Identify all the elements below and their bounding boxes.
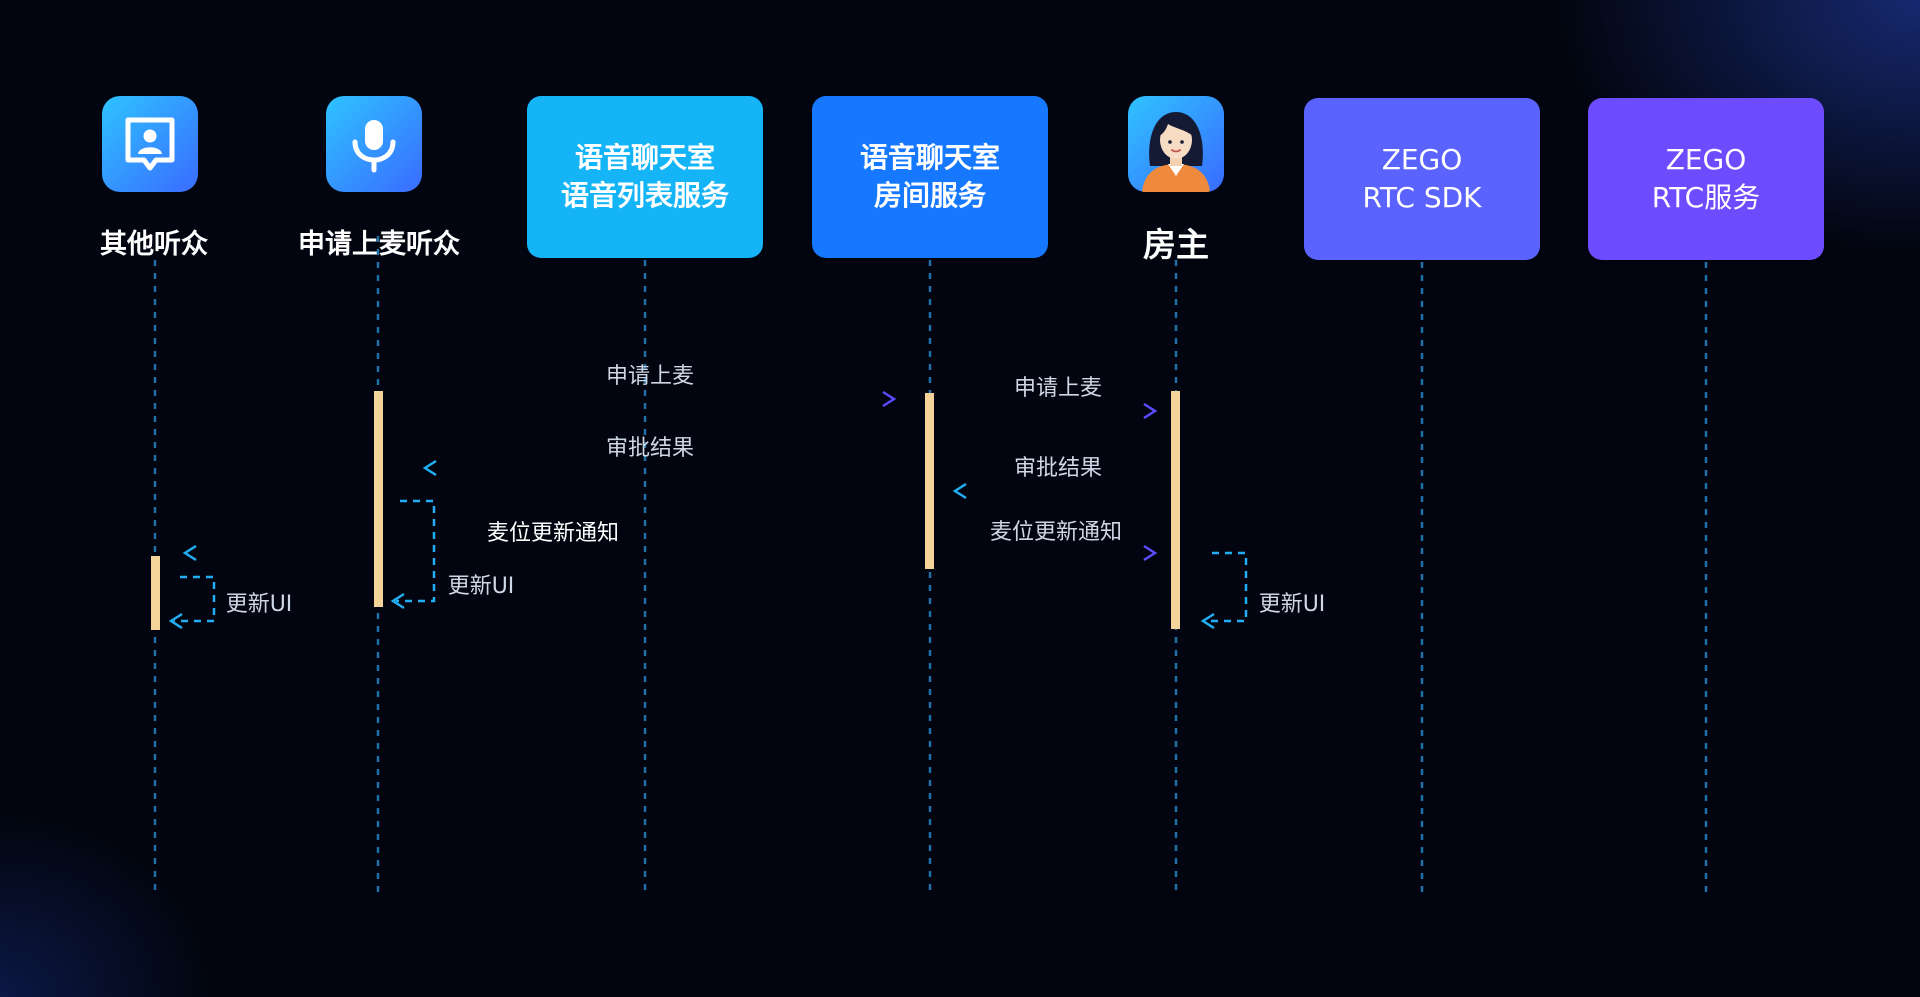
activation-host [1171, 391, 1180, 629]
host-label: 房主 [1143, 225, 1209, 264]
self-loop-host [1206, 551, 1248, 623]
arrowhead-request-to-room [882, 390, 897, 408]
rtc-service-line1: ZEGO [1665, 143, 1747, 176]
activation-other-audience [151, 556, 160, 630]
arrowhead-request-to-host [1143, 402, 1158, 420]
arrowhead-approval-to-audience [422, 459, 437, 477]
voice-list-service-box: 语音聊天室 语音列表服务 [527, 96, 763, 258]
self-loop-arrowhead-request-audience [390, 592, 405, 610]
arrowhead-seat-notify-to-host [1143, 544, 1158, 562]
label-self-update-others: 更新UI [225, 592, 293, 617]
rtc-sdk-box: ZEGO RTC SDK [1304, 98, 1540, 260]
self-loop-request-audience [396, 499, 436, 603]
activation-room-service [925, 393, 934, 569]
other-audience-label: 其他听众 [100, 229, 208, 260]
room-service-line1: 语音聊天室 [859, 141, 1000, 174]
rtc-service-box: ZEGO RTC服务 [1588, 98, 1824, 260]
other-audience-icon [102, 96, 198, 192]
label-request-to-host: 申请上麦 [1013, 376, 1103, 401]
microphone-icon [326, 96, 422, 192]
arrowhead-approval-to-room [952, 482, 967, 500]
activation-request-audience [374, 391, 383, 607]
voice-list-service-line2: 语音列表服务 [560, 179, 729, 212]
self-loop-arrowhead-other-audience [168, 612, 183, 630]
rtc-sdk-line2: RTC SDK [1362, 181, 1482, 214]
self-loop-other-audience [174, 575, 216, 623]
rtc-sdk-line1: ZEGO [1381, 143, 1463, 176]
room-service-line2: 房间服务 [873, 179, 986, 212]
label-approval-to-room: 审批结果 [1013, 456, 1103, 481]
host-avatar-icon [1128, 96, 1224, 192]
label-self-update-audience: 更新UI [447, 574, 515, 599]
label-approval-to-audience: 审批结果 [605, 436, 695, 461]
rtc-service-line2: RTC服务 [1651, 181, 1761, 214]
self-loop-arrowhead-host [1200, 612, 1215, 630]
label-seat-notify-to-others: 麦位更新通知 [486, 521, 620, 546]
arrowhead-seat-notify-to-others [182, 544, 197, 562]
voice-list-service-line1: 语音聊天室 [574, 141, 715, 174]
label-seat-notify-to-host: 麦位更新通知 [989, 520, 1123, 545]
label-self-update-host: 更新UI [1258, 592, 1326, 617]
room-service-box: 语音聊天室 房间服务 [812, 96, 1048, 258]
label-request-to-room: 申请上麦 [605, 364, 695, 389]
